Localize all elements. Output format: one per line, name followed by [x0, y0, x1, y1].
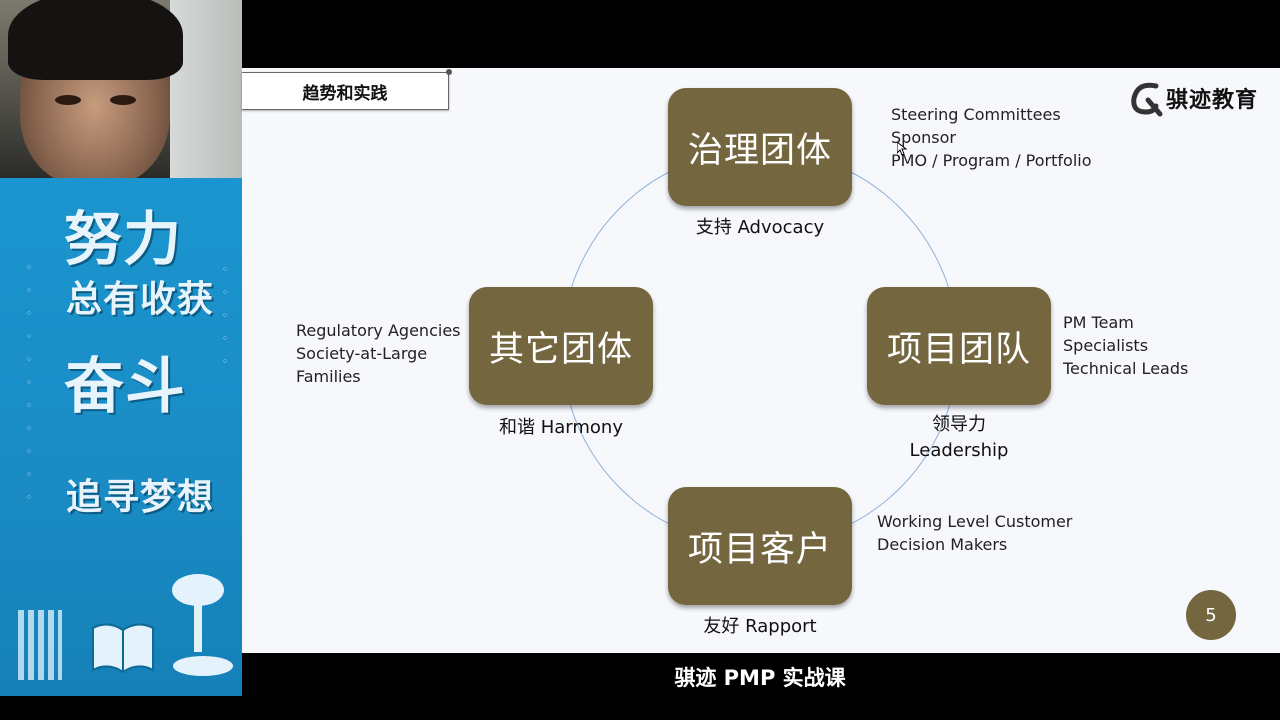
- list-item: Specialists: [1063, 336, 1149, 355]
- webcam-feed: [0, 0, 242, 178]
- banner-line3: 奋斗: [64, 352, 186, 422]
- node-title: 项目客户: [687, 529, 832, 570]
- banner-decoration-text: ◦◦◦◦◦◦◦◦◦◦◦: [25, 261, 33, 504]
- list-item: Sponsor: [891, 128, 956, 147]
- customer-items-list: Working Level Customer Decision Makers: [877, 510, 1072, 556]
- topic-label-box: 趋势和实践: [242, 69, 452, 110]
- project-customer-node: 项目客户: [668, 487, 852, 605]
- list-item: Decision Makers: [877, 535, 1008, 554]
- other-groups-items-list: Regulatory Agencies Society-at-Large Fam…: [296, 319, 461, 388]
- list-item: PM Team: [1063, 313, 1134, 332]
- node-title: 治理团体: [687, 130, 832, 171]
- list-item: PMO / Program / Portfolio: [891, 151, 1092, 170]
- motivational-banner: 努力 总有收获 奋斗 追寻梦想 ◦◦◦◦◦◦◦◦◦◦◦ ◦◦◦◦◦: [0, 178, 242, 696]
- presenter-hair: [8, 0, 183, 80]
- presentation-slide: 趋势和实践 骐迹教育 治理团体 支持 Advocacy Steering Com…: [242, 68, 1280, 653]
- leadership-caption-cn: 领导力: [932, 414, 986, 435]
- logo-mark-icon: [1131, 82, 1163, 117]
- project-team-node: 项目团队: [867, 287, 1051, 405]
- other-groups-node: 其它团体: [469, 287, 653, 405]
- banner-line2: 总有收获: [66, 279, 215, 320]
- page-number-badge: 5: [1186, 590, 1236, 640]
- banner-line1: 努力: [64, 205, 183, 273]
- handle-dot-icon: [446, 69, 452, 75]
- harmony-caption: 和谐 Harmony: [499, 417, 623, 438]
- rapport-caption: 友好 Rapport: [703, 616, 817, 637]
- logo-text: 骐迹教育: [1166, 88, 1259, 113]
- lamp-icon: [172, 574, 233, 676]
- presenter-eye: [55, 95, 81, 105]
- list-item: Society-at-Large: [296, 344, 428, 363]
- list-item: Steering Committees: [891, 105, 1061, 124]
- list-item: Regulatory Agencies: [296, 321, 461, 340]
- governance-items-list: Steering Committees Sponsor PMO / Progra…: [891, 103, 1092, 172]
- list-item: Technical Leads: [1063, 359, 1189, 378]
- leadership-caption: 领导力 Leadership: [867, 412, 1051, 464]
- project-team-items-list: PM Team Specialists Technical Leads: [1063, 311, 1188, 380]
- list-item: Working Level Customer: [877, 512, 1073, 531]
- video-subtitle: 骐迹 PMP 实战课: [674, 666, 846, 690]
- book-icon: [92, 623, 154, 674]
- node-title: 项目团队: [886, 329, 1031, 370]
- presenter-eye: [110, 95, 136, 105]
- banner-line4: 追寻梦想: [66, 477, 215, 518]
- node-title: 其它团体: [488, 329, 633, 370]
- advocacy-caption: 支持 Advocacy: [695, 217, 825, 238]
- mouse-cursor-icon: [897, 142, 907, 156]
- list-item: Families: [296, 367, 361, 386]
- banner-decoration-text: ◦◦◦◦◦: [221, 263, 229, 368]
- topic-label: 趋势和实践: [302, 83, 388, 104]
- leadership-caption-en: Leadership: [909, 440, 1009, 461]
- bars-decoration: [18, 610, 62, 680]
- company-logo: 骐迹教育: [1126, 78, 1258, 118]
- page-number: 5: [1205, 604, 1217, 626]
- governance-group-node: 治理团体: [668, 88, 852, 206]
